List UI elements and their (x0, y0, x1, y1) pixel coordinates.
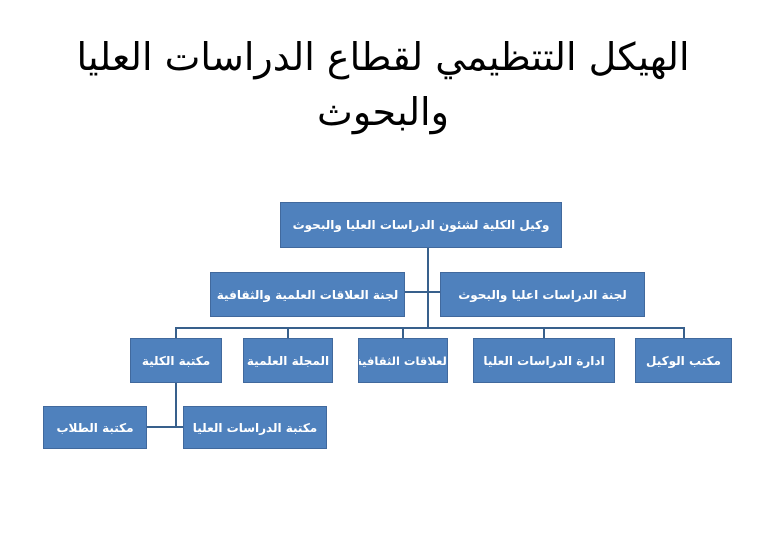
connector-library-vertical (175, 383, 177, 428)
org-node-vice-dean: وكيل الكلية لشئون الدراسات العليا والبحو… (280, 202, 562, 248)
org-node-students-library: مكتبة الطلاب (43, 406, 147, 449)
connector-committees-stub (405, 291, 440, 293)
org-node-cultural-relations: العلاقات الثقافية (358, 338, 448, 383)
org-node-vice-dean-office: مكتب الوكيل (635, 338, 732, 383)
page-title: الهيكل التتظيمي لقطاع الدراسات العليا وا… (40, 30, 726, 140)
connector-drop-journal (287, 327, 289, 338)
org-node-graduate-studies-administration: ادارة الدراسات العليا (473, 338, 615, 383)
connector-drop-college-library (175, 327, 177, 338)
org-node-scientific-cultural-relations-committee: لجنة العلاقات العلمية والثقافية (210, 272, 405, 317)
connector-drop-grad-admin (543, 327, 545, 338)
connector-libraries-stub (147, 426, 183, 428)
page-title-line1: الهيكل التتظيمي لقطاع الدراسات العليا (76, 35, 690, 79)
connector-root-vertical (427, 248, 429, 328)
page-title-line2: والبحوث (317, 90, 449, 135)
org-node-college-library: مكتبة الكلية (130, 338, 222, 383)
org-node-graduate-studies-research-committee: لجنة الدراسات اعليا والبحوث (440, 272, 645, 317)
org-node-graduate-studies-library: مكتبة الدراسات العليا (183, 406, 327, 449)
org-node-scientific-journal: المجلة العلمية (243, 338, 333, 383)
connector-drop-vice-office (683, 327, 685, 338)
connector-departments-bus (175, 327, 685, 329)
connector-drop-cultural (402, 327, 404, 338)
